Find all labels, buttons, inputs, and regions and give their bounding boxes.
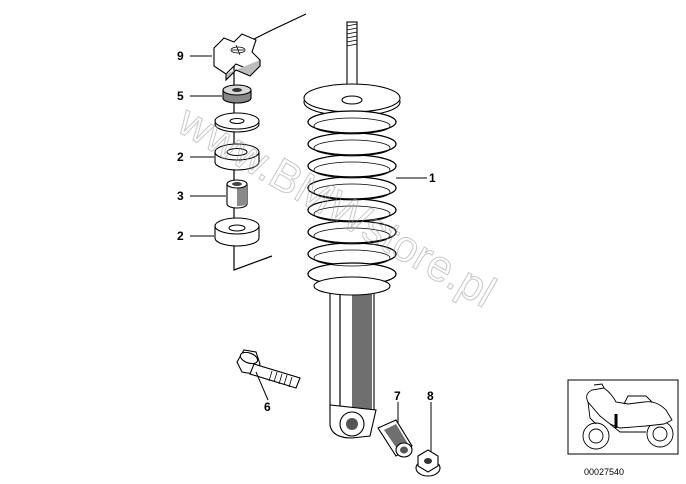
callouts: 9 5 2 3 2 1 6 7 8 (177, 49, 436, 414)
shock-absorber-part (303, 21, 401, 439)
callout-7: 7 (394, 389, 401, 403)
callout-9: 9 (177, 49, 184, 63)
flange-nut-part-8 (415, 449, 441, 477)
callout-8: 8 (427, 389, 434, 403)
bushing-part-2-upper (214, 143, 260, 171)
callout-1: 1 (429, 171, 436, 185)
callout-2-upper: 2 (177, 150, 184, 164)
bolt-part-6 (236, 349, 301, 389)
adjuster-knob-part (213, 33, 261, 82)
callout-3: 3 (177, 189, 184, 203)
callout-6: 6 (264, 400, 271, 414)
callout-5: 5 (177, 89, 184, 103)
leader-lines (190, 55, 432, 452)
motorcycle-icon (582, 383, 674, 450)
motorcycle-locator-thumbnail: 00027540 (567, 379, 679, 477)
washer-part (214, 112, 260, 133)
bushing-part-2-lower (214, 217, 260, 247)
spacer-part-7 (377, 419, 413, 458)
reference-number: 00027540 (584, 467, 624, 477)
sleeve-part-3 (226, 179, 248, 209)
nut-part-5 (222, 84, 252, 104)
callout-2-lower: 2 (177, 229, 184, 243)
